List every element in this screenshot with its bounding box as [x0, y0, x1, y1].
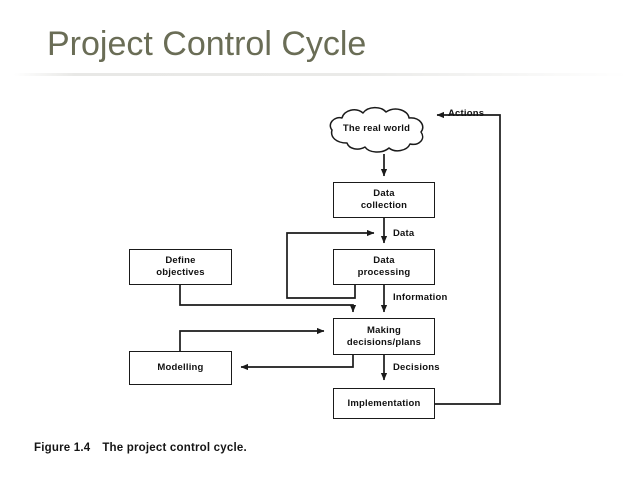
figure-project-control-cycle: The real world Data collection Define ob… — [0, 78, 638, 479]
page-title: Project Control Cycle — [47, 25, 367, 63]
edge-makingdecisions-to-modelling — [240, 355, 354, 371]
node-making-decisions-line1: Making — [367, 324, 401, 336]
edge-dataprocessing-feedback-loop — [286, 229, 375, 299]
node-define-objectives: Define objectives — [129, 249, 232, 285]
edge-defineobjectives-to-makingdecisions — [179, 285, 357, 313]
node-real-world: The real world — [325, 105, 428, 155]
diagram-connectors — [179, 111, 501, 405]
node-data-processing: Data processing — [333, 249, 435, 285]
node-data-collection: Data collection — [333, 182, 435, 218]
node-implementation: Implementation — [333, 388, 435, 419]
edge-modelling-to-makingdecisions — [179, 327, 325, 351]
edge-label-information: Information — [393, 292, 448, 303]
node-data-collection-line2: collection — [360, 200, 408, 211]
node-implementation-line1: Implementation — [347, 397, 421, 409]
edge-label-actions: Actions — [448, 108, 485, 119]
node-data-processing-line2: processing — [357, 267, 411, 278]
node-making-decisions: Making decisions/plans — [333, 318, 435, 355]
edge-implementation-to-realworld — [435, 111, 501, 405]
edge-label-data: Data — [393, 228, 415, 239]
edge-label-decisions: Decisions — [393, 362, 440, 373]
node-making-decisions-line2: decisions/plans — [346, 336, 422, 348]
node-data-collection-line1: Data — [373, 188, 395, 199]
node-define-objectives-line1: Define — [165, 255, 196, 266]
figure-caption-number: Figure 1.4 — [34, 442, 91, 454]
figure-caption-text: The project control cycle. — [102, 442, 247, 454]
node-data-processing-line1: Data — [373, 255, 395, 266]
node-modelling: Modelling — [129, 351, 232, 385]
slide-header: Project Control Cycle — [0, 0, 638, 78]
figure-caption: Figure 1.4 The project control cycle. — [34, 442, 247, 454]
title-divider — [14, 73, 628, 76]
node-define-objectives-line2: objectives — [156, 267, 205, 278]
cloud-shape-icon — [329, 106, 424, 153]
node-modelling-line1: Modelling — [157, 362, 204, 373]
